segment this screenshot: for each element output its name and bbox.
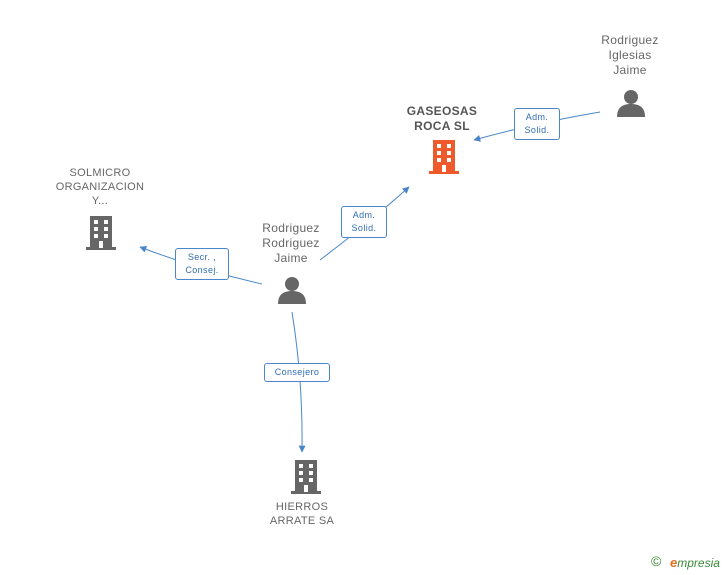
edge-label-rodriguez-solmicro[interactable]: Secr. , Consej. (175, 248, 229, 280)
edge-label-iglesias-gaseosas[interactable]: Adm. Solid. (514, 108, 560, 140)
brand-logo[interactable]: empresia (670, 555, 720, 570)
label-line: Consej. (185, 265, 219, 275)
label-line: ROCA SL (414, 119, 470, 133)
label-line: Adm. (525, 112, 549, 122)
node-label-gaseosas[interactable]: GASEOSAS ROCA SL (392, 104, 492, 134)
brand-initial: e (670, 555, 678, 570)
label-line: ORGANIZACION (55, 181, 145, 193)
person-icon[interactable] (277, 275, 307, 305)
node-label-iglesias[interactable]: Rodriguez Iglesias Jaime (580, 33, 680, 78)
label-line: Solid. (524, 125, 550, 135)
label-line: Secr. , (187, 252, 217, 262)
brand-name: mpresia (677, 556, 720, 570)
edge-label-rodriguez-hierros[interactable]: Consejero (264, 363, 330, 382)
person-icon[interactable] (616, 88, 646, 118)
label-line: Jaime (274, 251, 308, 265)
label-line: HIERROS (275, 501, 329, 513)
label-line: Solid. (351, 223, 377, 233)
node-label-hierros[interactable]: HIERROS ARRATE SA (252, 500, 352, 528)
edge-label-rodriguez-gaseosas[interactable]: Adm. Solid. (341, 206, 387, 238)
label-line: SOLMICRO (69, 167, 131, 179)
label-line: Iglesias (608, 48, 652, 62)
label-line: Rodriguez (262, 221, 320, 235)
edge-rodriguez-hierros (291, 311, 306, 453)
label-line: Jaime (613, 63, 647, 77)
label-line: ARRATE SA (269, 515, 335, 527)
label-line: Rodriguez (262, 236, 320, 250)
copyright-symbol: © (651, 553, 662, 569)
building-icon[interactable] (290, 460, 322, 494)
label-line: Consejero (274, 367, 320, 377)
label-line: Adm. (352, 210, 376, 220)
node-label-rodriguez[interactable]: Rodriguez Rodriguez Jaime (241, 221, 341, 266)
label-line: Y... (91, 195, 109, 207)
label-line: Rodriguez (601, 33, 659, 47)
building-icon[interactable] (428, 140, 460, 174)
node-label-solmicro[interactable]: SOLMICRO ORGANIZACION Y... (45, 166, 155, 208)
building-icon[interactable] (85, 216, 117, 250)
label-line: GASEOSAS (406, 104, 478, 118)
